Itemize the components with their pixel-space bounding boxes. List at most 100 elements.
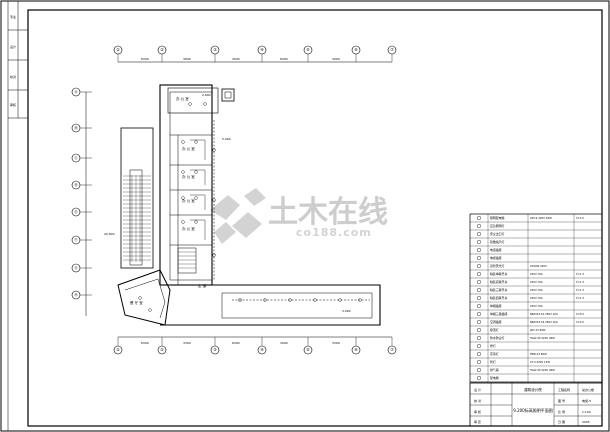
dim-mark: 5.000 — [222, 137, 231, 141]
axis-label: ⑥ — [354, 347, 358, 352]
light-fixtures — [138, 102, 362, 312]
legend-row: 花吊灯 HBD-23 60W — [477, 351, 547, 356]
watermark-domain: co188.com — [296, 226, 372, 239]
legend-symbol-icon — [477, 344, 482, 349]
axis-label: ③ — [213, 347, 217, 352]
light-fixture — [181, 196, 185, 200]
legend-symbol-icon — [477, 312, 482, 317]
dim-top-1: 6300 — [141, 57, 149, 61]
legend-name: 防水防尘灯 — [490, 335, 505, 340]
legend-symbol-icon — [477, 280, 482, 285]
legend-row: 电话插座 — [477, 247, 502, 252]
watermark-title: 土木在线 — [268, 195, 388, 230]
light-fixture — [194, 196, 198, 200]
legend-note: h=2.2 — [576, 320, 584, 324]
title-block-label: 图 号 — [558, 398, 565, 403]
legend-name: 电视插座 — [490, 255, 502, 260]
dim-top-3: 3000 — [232, 57, 240, 61]
legend-spec: JXD-13 60W — [529, 328, 546, 332]
legend-name: 筒灯 — [490, 359, 496, 364]
legend-spec: HGLY-30 220V 40W — [530, 368, 555, 372]
dim-top-2: 3000 — [183, 57, 191, 61]
axis-label: ② — [160, 47, 164, 52]
legend-name: 双管荧光灯 — [490, 263, 505, 268]
legend-name: 壁灯 — [490, 343, 496, 348]
sheet-scale: 1:100 — [582, 410, 591, 414]
dim-mark: 3.000 — [342, 309, 351, 313]
legend-spec: HBD-23 60W — [530, 352, 547, 356]
legend-name: 安全出口灯 — [490, 231, 505, 236]
legend-spec: 250V 10A — [530, 280, 543, 284]
axis-bubble: Ⓒ — [71, 153, 92, 163]
column-marker — [221, 88, 235, 102]
strip-label: 校对 — [10, 74, 16, 79]
legend-name: 单相三极插座 — [490, 311, 507, 316]
room-label: 办 公 室 — [182, 174, 195, 179]
legend-symbol-icon — [477, 360, 482, 365]
left-signature-strip: 专业 设计 校对 审核 — [8, 1, 28, 119]
dim-mark: 20.000 — [104, 232, 115, 236]
legend-name: 照明配电箱 — [490, 215, 505, 220]
dim-bottom-3: 6300 — [232, 341, 240, 345]
room-label: 办 公 室 — [182, 198, 195, 203]
axis-bubble: ⑤ — [303, 45, 313, 62]
legend-row: 疏散指示灯 — [477, 239, 505, 244]
title-block-label: 校 对 — [474, 398, 481, 403]
sheet-number: 电施-5 — [582, 398, 591, 403]
legend-spec: 86Z223-16 250V 16A — [530, 320, 558, 324]
axis-label: ① — [116, 47, 120, 52]
legend-symbol-icon — [477, 264, 482, 269]
legend-note: h=1.3 — [576, 280, 584, 284]
legend-note: h=1.5 — [576, 216, 584, 220]
legend-row: 双管荧光灯 2X40W 220V — [477, 263, 547, 268]
dim-bottom-4: 3000 — [280, 341, 288, 345]
legend-symbol-icon — [477, 368, 482, 373]
axis-label: Ⓐ — [74, 89, 78, 94]
axis-label: Ⓑ — [74, 125, 78, 130]
title-block-label: 设 计 — [474, 387, 481, 392]
axis-bubble: ② — [157, 337, 167, 355]
legend-name: 花吊灯 — [490, 351, 499, 356]
axis-label: ⑥ — [354, 47, 358, 52]
legend-symbol-icon — [477, 288, 482, 293]
light-fixture — [203, 102, 207, 106]
dim-top-5: 3000 — [332, 57, 340, 61]
stair-treads — [123, 175, 151, 261]
axis-bubble: ④ — [257, 337, 267, 355]
light-fixture — [194, 220, 198, 224]
title-block-label: 比 例 — [558, 409, 565, 414]
light-fixture — [188, 102, 192, 106]
dim-mark: 2.600 — [202, 93, 211, 97]
axis-bubble: Ⓖ — [71, 263, 92, 273]
legend-row: 应急照明灯 — [477, 223, 505, 228]
legend-spec: 250V 10A — [530, 272, 543, 276]
axis-bubble: ⑥ — [351, 45, 361, 62]
project-value: 某办公楼 — [582, 387, 594, 392]
watermark-logo — [210, 188, 266, 244]
title-block-label: 审 定 — [474, 419, 481, 424]
legend-spec: 250V 10A — [530, 288, 543, 292]
axis-bubble: ④ — [257, 45, 267, 62]
light-fixture — [181, 220, 185, 224]
axis-bubble: ⑥ — [351, 337, 361, 355]
axis-bubble: ② — [157, 45, 167, 62]
axis-label: Ⓕ — [74, 237, 78, 242]
legend-spec: 2X40W 220V — [530, 264, 547, 268]
legend-name: 配电箱 — [490, 375, 499, 380]
strip-label: 设计 — [10, 44, 16, 49]
light-fixture — [138, 296, 142, 300]
axis-label: Ⓓ — [74, 182, 78, 187]
light-fixture — [181, 170, 185, 174]
room-label: 餐 厅 室 — [130, 300, 143, 305]
legend-symbol-icon — [477, 215, 482, 220]
